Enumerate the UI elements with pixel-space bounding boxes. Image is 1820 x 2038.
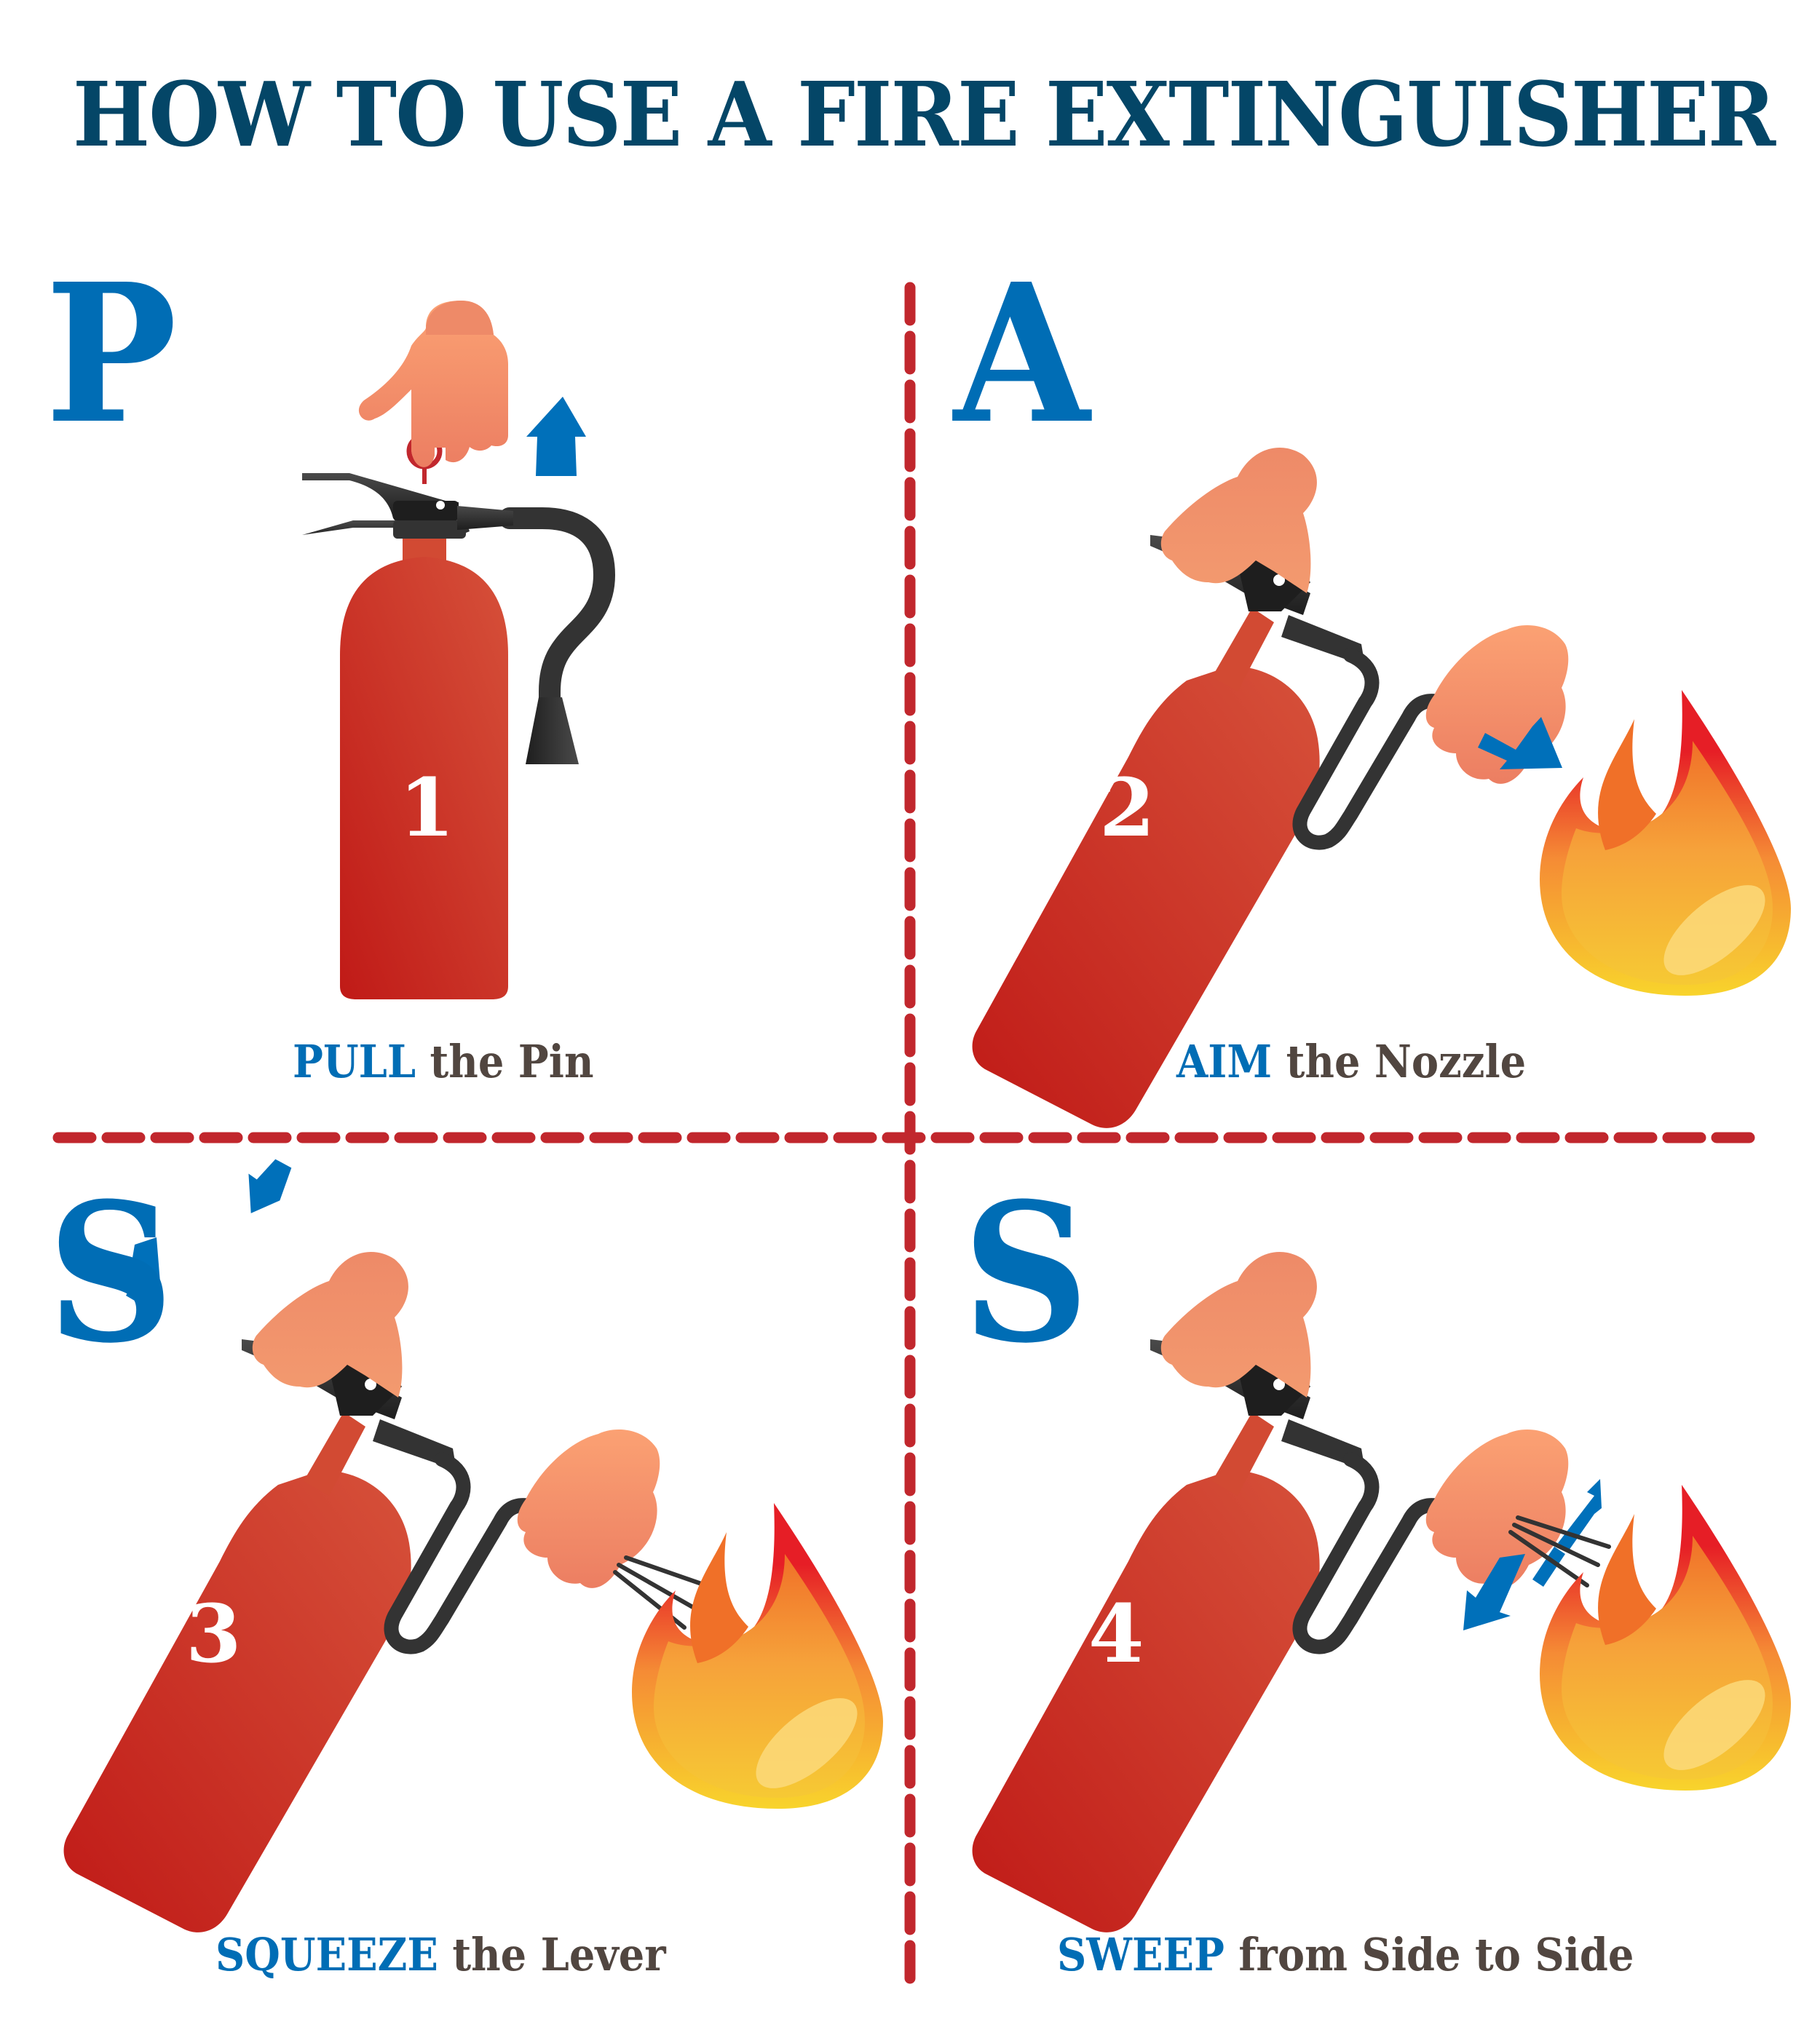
step-4-caption: SWEEP from Side to Side xyxy=(1057,1932,1634,1978)
step-3-illustration xyxy=(64,1159,883,1932)
step-1-verb: PULL xyxy=(293,1035,416,1088)
step-1-caption: PULL the Pin xyxy=(293,1039,594,1085)
step-2-illustration xyxy=(973,448,1791,1128)
step-1-illustration xyxy=(302,301,616,999)
step-2-letter: A xyxy=(954,242,1091,466)
step-2-verb: AIM xyxy=(1176,1035,1273,1088)
step-2-rest: the Nozzle xyxy=(1286,1035,1527,1088)
aim-arrow-icon xyxy=(1478,717,1562,769)
page-title: HOW TO USE A FIRE EXTINGUISHER xyxy=(73,62,1776,167)
step-4-number: 4 xyxy=(1088,1587,1144,1681)
step-4-verb: SWEEP xyxy=(1057,1928,1224,1981)
step-3-rest: the Lever xyxy=(452,1928,666,1981)
up-arrow-icon xyxy=(526,397,586,476)
step-3-caption: SQUEEZE the Lever xyxy=(215,1932,666,1978)
step-3-letter: S xyxy=(47,1161,175,1385)
step-1-rest: the Pin xyxy=(430,1035,594,1088)
step-2-caption: AIM the Nozzle xyxy=(1176,1039,1526,1085)
spray-icon xyxy=(1508,1515,1611,1587)
step-3-verb: SQUEEZE xyxy=(215,1928,438,1981)
step-2-number: 2 xyxy=(1099,761,1155,855)
step-4-rest: from Side to Side xyxy=(1238,1928,1634,1981)
step-4-letter: S xyxy=(962,1161,1090,1385)
squeeze-arrow-down-icon xyxy=(248,1159,292,1213)
step-3-number: 3 xyxy=(186,1587,242,1681)
squeeze-arrow-up-icon xyxy=(126,1237,160,1303)
step-4-illustration xyxy=(973,1252,1791,1932)
step-1-letter: P xyxy=(45,242,178,466)
step-1-number: 1 xyxy=(399,761,455,855)
sweep-arrow-down-icon xyxy=(1463,1554,1525,1630)
